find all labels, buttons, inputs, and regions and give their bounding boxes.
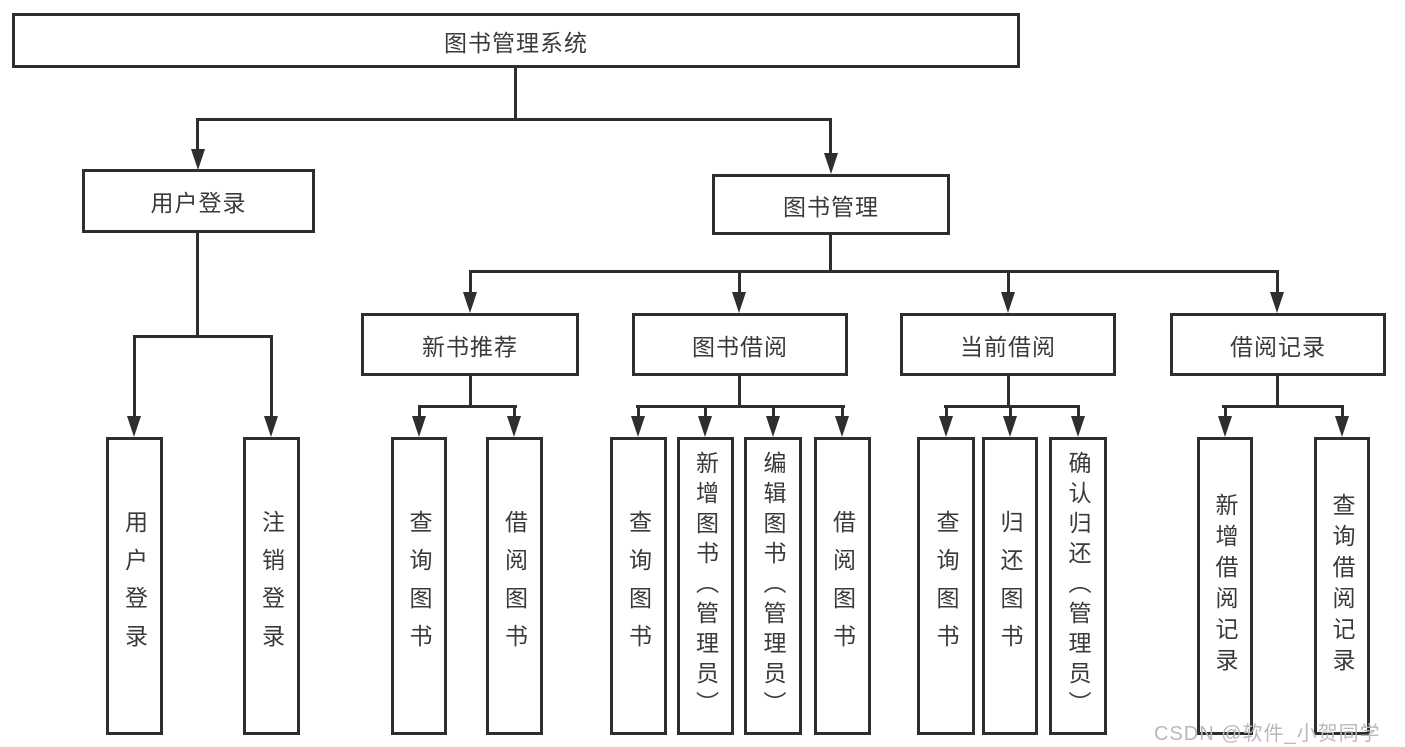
connector-line (738, 376, 741, 407)
connector-line (418, 405, 517, 408)
leaf-user-login: 用户登录 (106, 437, 163, 735)
leaf-add-books-admin: 新增图书（管理员） (677, 437, 734, 735)
connector-line (1009, 405, 1012, 419)
node-book-borrowing: 图书借阅 (632, 313, 848, 376)
connector-line (196, 118, 832, 121)
leaf-query-books-current: 查询图书 (917, 437, 975, 735)
leaf-query-books-borrowing: 查询图书 (610, 437, 667, 735)
connector-line (945, 405, 948, 419)
connector-line (270, 335, 273, 419)
leaf-confirm-return-admin: 确认归还（管理员） (1049, 437, 1107, 735)
connector-line (514, 68, 517, 118)
arrow-down-icon (1270, 292, 1284, 313)
connector-line (829, 235, 832, 273)
connector-line (133, 335, 273, 338)
arrow-down-icon (507, 416, 521, 437)
node-current-borrowing: 当前借阅 (900, 313, 1116, 376)
arrow-down-icon (766, 416, 780, 437)
leaf-query-books-recommend: 查询图书 (391, 437, 447, 735)
connector-line (829, 121, 832, 156)
arrow-down-icon (939, 416, 953, 437)
leaf-logout: 注销登录 (243, 437, 300, 735)
leaf-borrow-books-borrowing: 借阅图书 (814, 437, 871, 735)
connector-line (1007, 376, 1010, 407)
connector-line (944, 405, 1080, 408)
arrow-down-icon (264, 416, 278, 437)
connector-line (513, 405, 516, 419)
connector-line (469, 270, 1279, 273)
arrow-down-icon (1218, 416, 1232, 437)
connector-line (418, 405, 421, 419)
connector-line (1276, 273, 1279, 295)
arrow-down-icon (412, 416, 426, 437)
node-root: 图书管理系统 (12, 13, 1020, 68)
connector-line (196, 233, 199, 336)
connector-line (1077, 405, 1080, 419)
node-book-management-branch: 图书管理 (712, 174, 950, 235)
connector-line (1276, 376, 1279, 407)
arrow-down-icon (824, 153, 838, 174)
connector-line (1222, 405, 1344, 408)
connector-line (1224, 405, 1227, 419)
connector-line (196, 121, 199, 153)
connector-line (133, 335, 136, 419)
arrow-down-icon (835, 416, 849, 437)
arrow-down-icon (1071, 416, 1085, 437)
node-new-book-recommendation: 新书推荐 (361, 313, 579, 376)
arrow-down-icon (631, 416, 645, 437)
leaf-borrow-books-recommend: 借阅图书 (486, 437, 543, 735)
connector-line (637, 405, 640, 419)
csdn-watermark: CSDN @软件_小贺同学 (1154, 723, 1381, 745)
arrow-down-icon (1001, 292, 1015, 313)
arrow-down-icon (1335, 416, 1349, 437)
connector-line (738, 273, 741, 295)
arrow-down-icon (191, 149, 205, 170)
connector-line (1341, 405, 1344, 419)
connector-line (772, 405, 775, 419)
connector-line (704, 405, 707, 419)
arrow-down-icon (698, 416, 712, 437)
node-user-login-branch: 用户登录 (82, 169, 315, 233)
arrow-down-icon (127, 416, 141, 437)
arrow-down-icon (1003, 416, 1017, 437)
leaf-return-books: 归还图书 (982, 437, 1038, 735)
connector-line (469, 273, 472, 295)
connector-line (636, 405, 845, 408)
arrow-down-icon (463, 292, 477, 313)
leaf-add-borrow-record: 新增借阅记录 (1197, 437, 1253, 735)
node-borrowing-records: 借阅记录 (1170, 313, 1386, 376)
connector-line (469, 376, 472, 407)
connector-line (841, 405, 844, 419)
connector-line (1007, 273, 1010, 295)
leaf-edit-books-admin: 编辑图书（管理员） (744, 437, 802, 735)
arrow-down-icon (732, 292, 746, 313)
leaf-query-borrow-record: 查询借阅记录 (1314, 437, 1370, 735)
